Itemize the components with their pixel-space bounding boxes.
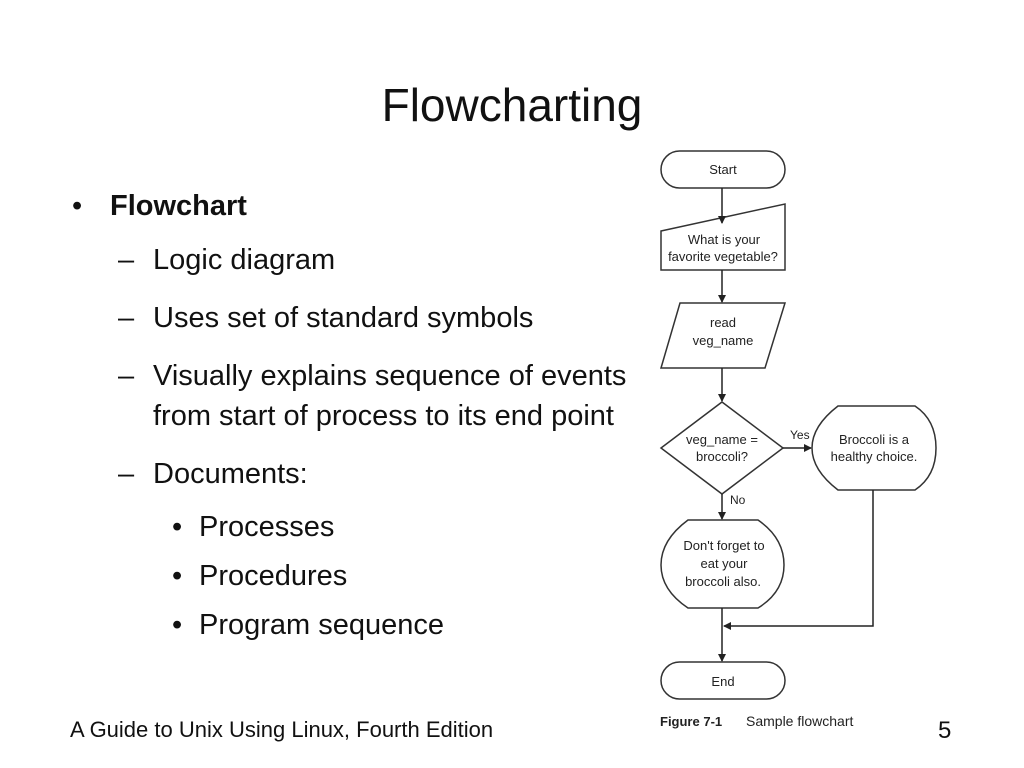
figure-caption-number: Figure 7-1 (660, 714, 722, 729)
yes-display-shape (811, 405, 937, 491)
no-branch-label: No (730, 493, 746, 507)
dash-icon: – (118, 302, 135, 334)
sub-sub-bullet-program-sequence: • Program sequence (72, 605, 632, 645)
read-input-parallelogram (659, 302, 787, 369)
prompt-label-line-1: What is your (688, 232, 761, 247)
sub-bullet-text: Logic diagram (153, 244, 336, 276)
sub-bullet-documents: – Documents: (72, 454, 632, 494)
no-display-label-line-1: Don't forget to (683, 538, 764, 553)
footer-book-title: A Guide to Unix Using Linux, Fourth Edit… (70, 717, 494, 742)
sub-bullet-standard-symbols: – Uses set of standard symbols (72, 298, 632, 338)
sub-bullet-logic-diagram: – Logic diagram (72, 240, 632, 280)
dash-icon: – (118, 458, 135, 490)
end-label: End (711, 674, 734, 689)
yes-display-label-line-1: Broccoli is a (839, 432, 910, 447)
page-number: 5 (938, 717, 952, 744)
sub-sub-bullet-text: Program sequence (199, 609, 445, 641)
start-label: Start (709, 162, 737, 177)
read-label-line-1: read (710, 315, 736, 330)
bullet-dot-icon: • (72, 190, 83, 222)
end-terminal (660, 661, 786, 700)
sub-sub-bullet-processes: • Processes (72, 507, 632, 547)
no-display-label-line-2: eat your (701, 556, 749, 571)
sub-bullet-visually-explains: – Visually explains sequence of events f… (72, 356, 632, 436)
yes-display-label-line-2: healthy choice. (831, 449, 918, 464)
bullet-main-text: Flowchart (110, 190, 247, 222)
no-display-label-line-3: broccoli also. (685, 574, 761, 589)
slide-title: Flowcharting (381, 79, 643, 131)
sub-bullet-text: Uses set of standard symbols (153, 302, 534, 334)
start-terminal (660, 150, 786, 189)
bullet-dot-icon: • (172, 560, 183, 592)
bullet-dot-icon: • (172, 609, 183, 641)
dash-icon: – (118, 360, 135, 392)
decision-label-line-2: broccoli? (696, 449, 748, 464)
sub-bullet-text: Visually explains sequence of events fro… (153, 360, 627, 432)
read-label-line-2: veg_name (693, 333, 754, 348)
decision-diamond (659, 401, 785, 495)
figure-caption-text: Sample flowchart (746, 713, 853, 729)
manual-input-shape (660, 203, 786, 271)
yes-branch-label: Yes (790, 428, 810, 442)
decision-label-line-1: veg_name = (686, 432, 758, 447)
dash-icon: – (118, 244, 135, 276)
bullet-dot-icon: • (172, 511, 183, 543)
sub-sub-bullet-text: Procedures (199, 560, 348, 592)
prompt-label-line-2: favorite vegetable? (668, 249, 778, 264)
sub-sub-bullet-text: Processes (199, 511, 335, 543)
bullet-list: • Flowchart – Logic diagram – Uses set o… (72, 192, 632, 654)
bullet-flowchart: • Flowchart (72, 192, 632, 221)
sub-bullet-text: Documents: (153, 458, 308, 490)
connector-yes-display-to-merge (723, 490, 874, 630)
no-display-shape (660, 519, 785, 609)
sub-sub-bullet-procedures: • Procedures (72, 556, 632, 596)
